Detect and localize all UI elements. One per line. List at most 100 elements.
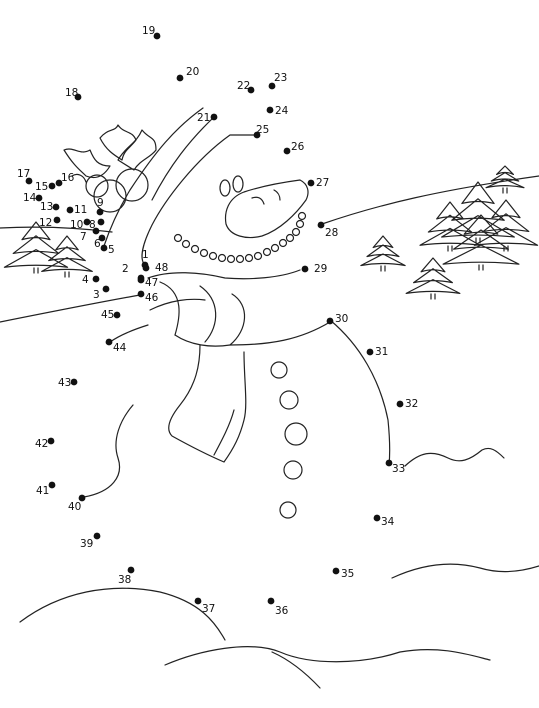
left-hill-line (0, 226, 113, 233)
dot-13 (52, 203, 60, 211)
dot-35 (332, 567, 340, 575)
dot-37 (194, 597, 202, 605)
dot-label-13: 13 (40, 201, 53, 213)
dot-label-20: 20 (186, 66, 199, 78)
dot-label-17: 17 (17, 168, 30, 180)
dot-label-33: 33 (392, 463, 405, 475)
dot-label-26: 26 (291, 141, 305, 153)
dot-3 (102, 285, 110, 293)
dot-15 (48, 182, 56, 190)
dot-40 (78, 494, 86, 502)
dot-10 (83, 218, 91, 226)
dot-20 (176, 74, 184, 82)
bottom-right-hill (391, 563, 539, 579)
dot-label-32: 32 (405, 398, 418, 410)
hill-peak-tail (271, 651, 321, 689)
dot-8 (97, 218, 105, 226)
dot-46 (137, 290, 145, 298)
dot-label-14: 14 (23, 192, 37, 204)
snowman-buttons (270, 361, 308, 519)
dot-43 (70, 378, 78, 386)
dot-16 (55, 179, 63, 187)
dot-label-2: 2 (122, 263, 129, 275)
dot-label-38: 38 (118, 574, 131, 586)
dot-34 (373, 514, 381, 522)
hat-brim-left (103, 107, 204, 247)
dot-label-40: 40 (68, 501, 81, 513)
dot-label-46: 46 (145, 292, 159, 304)
dot-47 (137, 276, 145, 284)
dot-label-47: 47 (145, 277, 158, 289)
dot-label-24: 24 (275, 105, 289, 117)
dot-label-28: 28 (325, 227, 338, 239)
dot-32 (396, 400, 404, 408)
dot-label-35: 35 (341, 568, 354, 580)
dot-14 (35, 194, 43, 202)
dot-label-10: 10 (70, 219, 83, 231)
coal-mouth (173, 211, 307, 264)
dot-31 (366, 348, 374, 356)
dot-label-8: 8 (89, 219, 96, 231)
dot-5 (100, 244, 108, 252)
dot-label-12: 12 (39, 217, 52, 229)
dot-label-42: 42 (35, 438, 48, 450)
dot-41 (48, 481, 56, 489)
dot-4 (92, 275, 100, 283)
dot-label-7: 7 (80, 231, 87, 243)
dot-label-6: 6 (94, 238, 101, 250)
dot-25 (253, 131, 261, 139)
hat-brim-inner (151, 117, 214, 201)
right-horizon-line (321, 175, 539, 225)
snowman-face (219, 175, 309, 239)
dot-27 (307, 179, 315, 187)
dot-label-4: 4 (82, 274, 89, 286)
dot-11 (66, 206, 74, 214)
pine-trees (3, 165, 539, 300)
head-outline (141, 134, 257, 265)
dot-44 (105, 338, 113, 346)
dot-label-44: 44 (113, 342, 127, 354)
dot-label-9: 9 (97, 197, 104, 209)
dot-label-34: 34 (381, 516, 395, 528)
dot-22 (247, 86, 255, 94)
dot-label-30: 30 (335, 313, 348, 325)
scarf (109, 269, 331, 463)
dot-label-25: 25 (256, 124, 269, 136)
dot-label-48: 48 (155, 262, 168, 274)
dot-label-5: 5 (108, 244, 115, 256)
bottom-middle-hill (164, 646, 491, 666)
dot-36 (267, 597, 275, 605)
carrot-nose (224, 179, 309, 239)
dot-17 (25, 177, 33, 185)
dot-label-39: 39 (80, 538, 93, 550)
dot-label-45: 45 (101, 309, 114, 321)
dot-39 (93, 532, 101, 540)
numbered-dots: 1234567891011121314151617181920212223242… (17, 25, 418, 617)
dot-26 (283, 147, 291, 155)
dot-29 (301, 265, 309, 273)
dot-23 (268, 82, 276, 90)
body-left-outline (83, 404, 134, 498)
dot-label-21: 21 (197, 112, 210, 124)
holly-decoration (63, 124, 157, 213)
dot-label-37: 37 (202, 603, 215, 615)
dot-label-41: 41 (36, 485, 49, 497)
dot-48 (142, 264, 150, 272)
dot-label-15: 15 (35, 181, 48, 193)
dot-label-36: 36 (275, 605, 289, 617)
dot-21 (210, 113, 218, 121)
dot-38 (127, 566, 135, 574)
dot-label-19: 19 (142, 25, 155, 37)
right-snow-bump (404, 447, 505, 467)
dot-42 (47, 437, 55, 445)
dot-45 (113, 311, 121, 319)
dot-label-27: 27 (316, 177, 329, 189)
bottom-left-hill (19, 587, 226, 641)
dot-label-1: 1 (142, 249, 149, 261)
dot-label-22: 22 (237, 80, 250, 92)
dot-9 (96, 208, 104, 216)
dot-label-18: 18 (65, 87, 78, 99)
dot-18 (74, 93, 82, 101)
